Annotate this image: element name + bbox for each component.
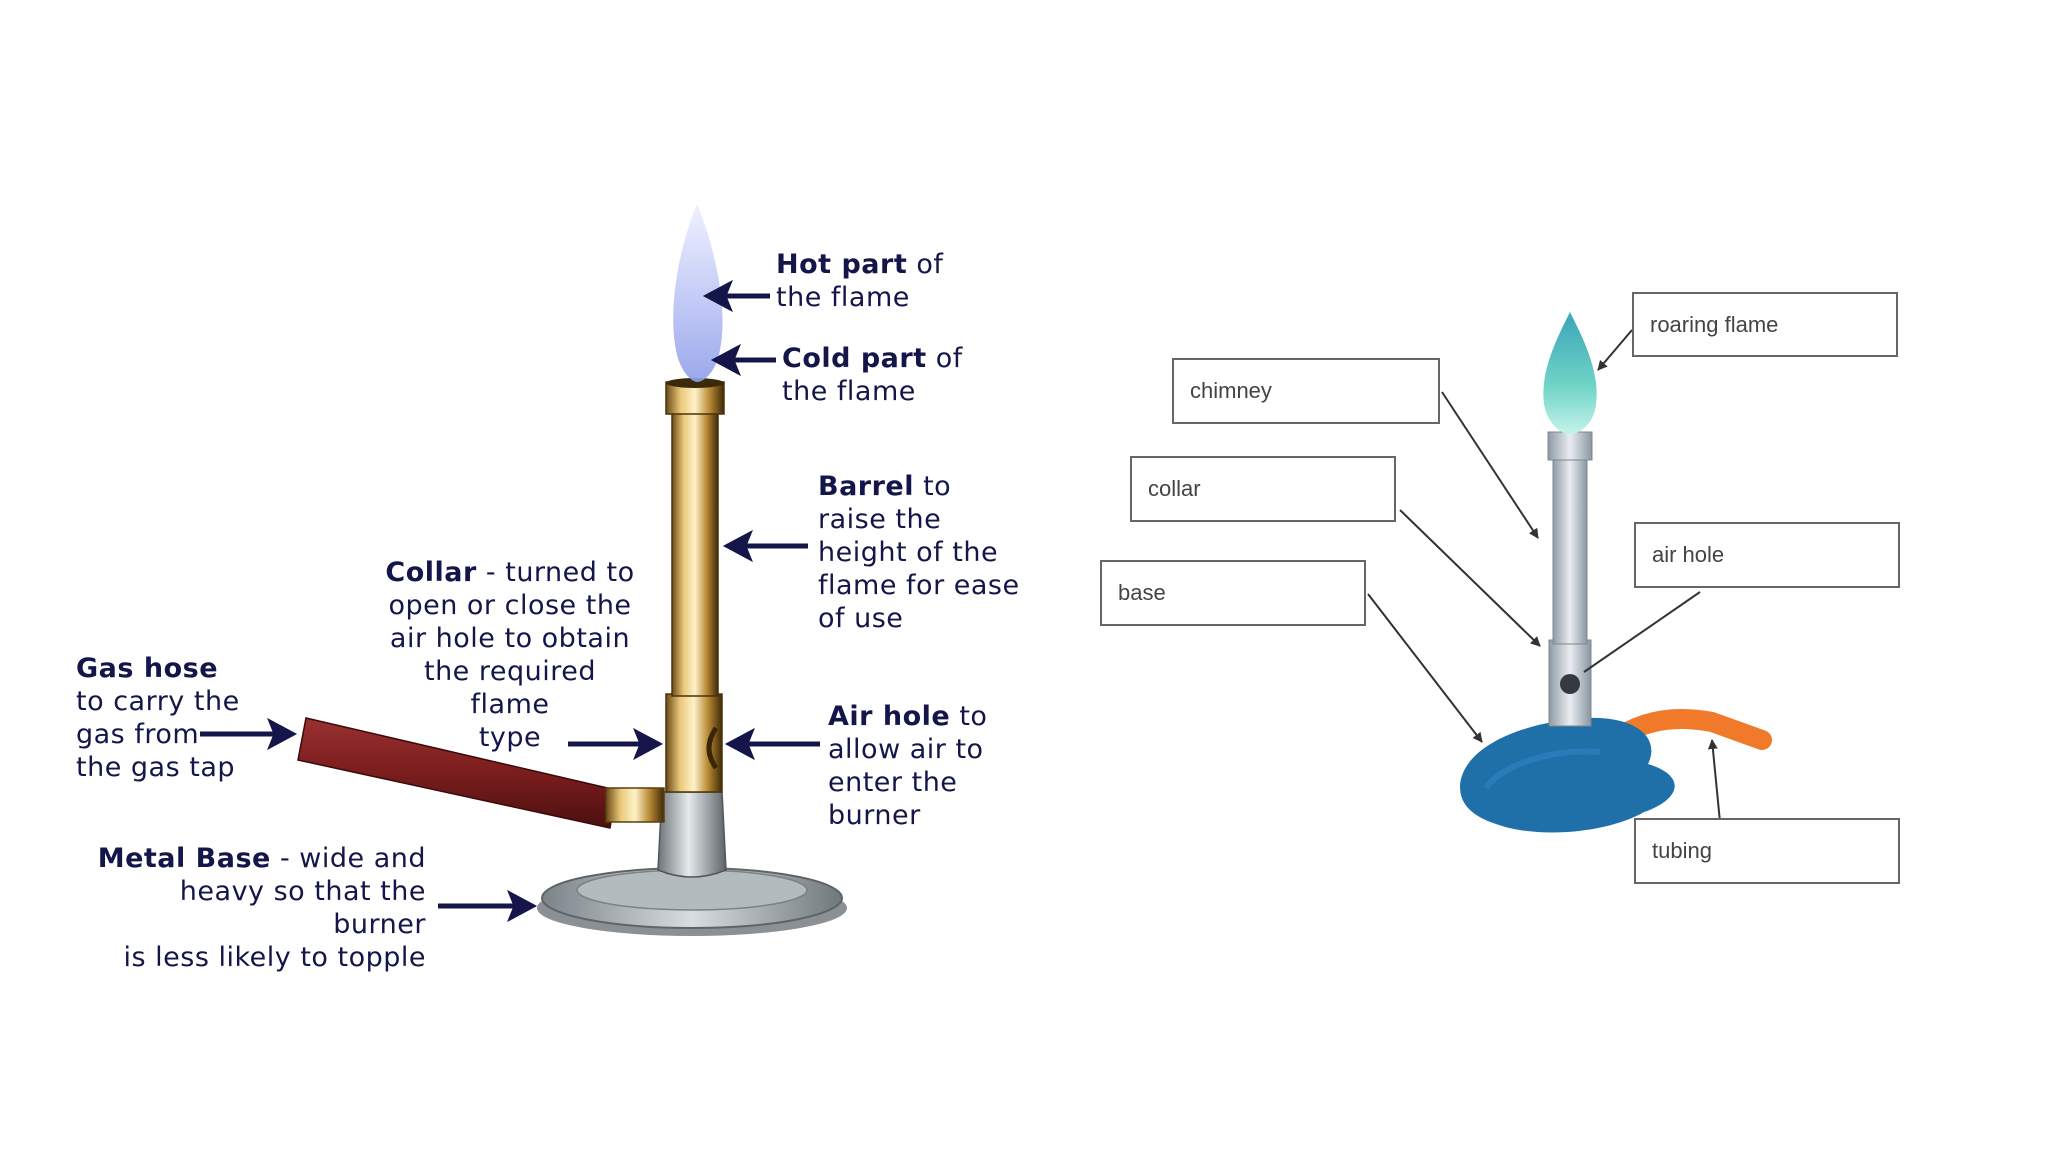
right-base-shape	[1460, 717, 1675, 833]
label-box-collar: collar	[1130, 456, 1396, 522]
label-air-hole: Air hole to allow air to enter the burne…	[828, 700, 987, 832]
hose-nozzle	[605, 787, 665, 823]
gas-hose-line: the gas tap	[76, 752, 235, 783]
label-box-chimney: chimney	[1172, 358, 1440, 424]
air-hole-rest: to	[959, 701, 988, 732]
cold-part-title: Cold part	[782, 343, 927, 374]
metal-base-line: heavy so that the burner	[179, 876, 426, 940]
right-air-hole-shape	[1560, 674, 1580, 694]
leader-collar	[1399, 509, 1541, 647]
gas-hose-title: Gas hose	[76, 653, 219, 684]
label-box-tubing: tubing	[1634, 818, 1900, 884]
roaring-flame-shape	[1543, 312, 1597, 434]
right-chimney-shape	[1552, 453, 1588, 645]
collar-line: the required flame	[423, 656, 597, 720]
air-hole-title: Air hole	[828, 701, 951, 732]
label-box-air-hole: air hole	[1634, 522, 1900, 588]
base-stand	[657, 791, 727, 878]
cold-part-rest: of	[935, 343, 963, 374]
collar-line: air hole to obtain	[389, 623, 631, 654]
barrel-top-opening	[666, 378, 724, 388]
collar-rest: - turned to	[485, 557, 635, 588]
barrel-line: raise the	[818, 504, 942, 535]
collar-shape	[665, 693, 723, 793]
hot-part-line2: the flame	[776, 282, 910, 313]
barrel-rest: to	[923, 471, 952, 502]
label-gas-hose: Gas hose to carry the gas from the gas t…	[76, 652, 240, 784]
hot-part-title: Hot part	[776, 249, 908, 280]
gas-hose-line: gas from	[76, 719, 200, 750]
leader-roaring-flame	[1597, 329, 1633, 371]
label-collar: Collar - turned to open or close the air…	[380, 556, 640, 754]
right-leader-lines	[1367, 329, 1721, 823]
leader-chimney	[1441, 391, 1539, 539]
metal-base-rest: - wide and	[279, 843, 426, 874]
gas-hose-shape	[297, 717, 617, 829]
air-hole-line: allow air to	[828, 734, 984, 765]
right-burner-illustration	[1460, 312, 1772, 833]
left-burner-illustration	[297, 204, 847, 936]
metal-base-title: Metal Base	[97, 843, 271, 874]
barrel-shape	[671, 411, 719, 697]
flame-shape	[673, 204, 723, 382]
label-box-base: base	[1100, 560, 1366, 626]
gas-hose-line: to carry the	[76, 686, 240, 717]
collar-line: open or close the	[388, 590, 632, 621]
label-metal-base: Metal Base - wide and heavy so that the …	[96, 842, 426, 974]
air-hole-line: burner	[828, 800, 921, 831]
metal-base-line: is less likely to topple	[123, 942, 426, 973]
leader-base	[1367, 593, 1483, 743]
label-box-roaring-flame: roaring flame	[1632, 292, 1898, 357]
air-hole-line: enter the	[828, 767, 958, 798]
left-arrows	[200, 279, 820, 923]
label-cold-part: Cold part of the flame	[782, 342, 963, 408]
collar-line: type	[478, 722, 542, 753]
hot-part-rest: of	[916, 249, 944, 280]
leader-tubing	[1707, 739, 1721, 823]
label-hot-part: Hot part of the flame	[776, 248, 943, 314]
leader-air-hole	[1583, 591, 1701, 673]
barrel-line: of use	[818, 603, 904, 634]
collar-title: Collar	[385, 557, 477, 588]
air-hole-shape	[706, 726, 719, 770]
barrel-line: height of the	[818, 537, 999, 568]
cold-part-line2: the flame	[782, 376, 916, 407]
barrel-line: flame for ease	[818, 570, 1020, 601]
barrel-title: Barrel	[818, 471, 914, 502]
label-barrel: Barrel to raise the height of the flame …	[818, 470, 1020, 635]
